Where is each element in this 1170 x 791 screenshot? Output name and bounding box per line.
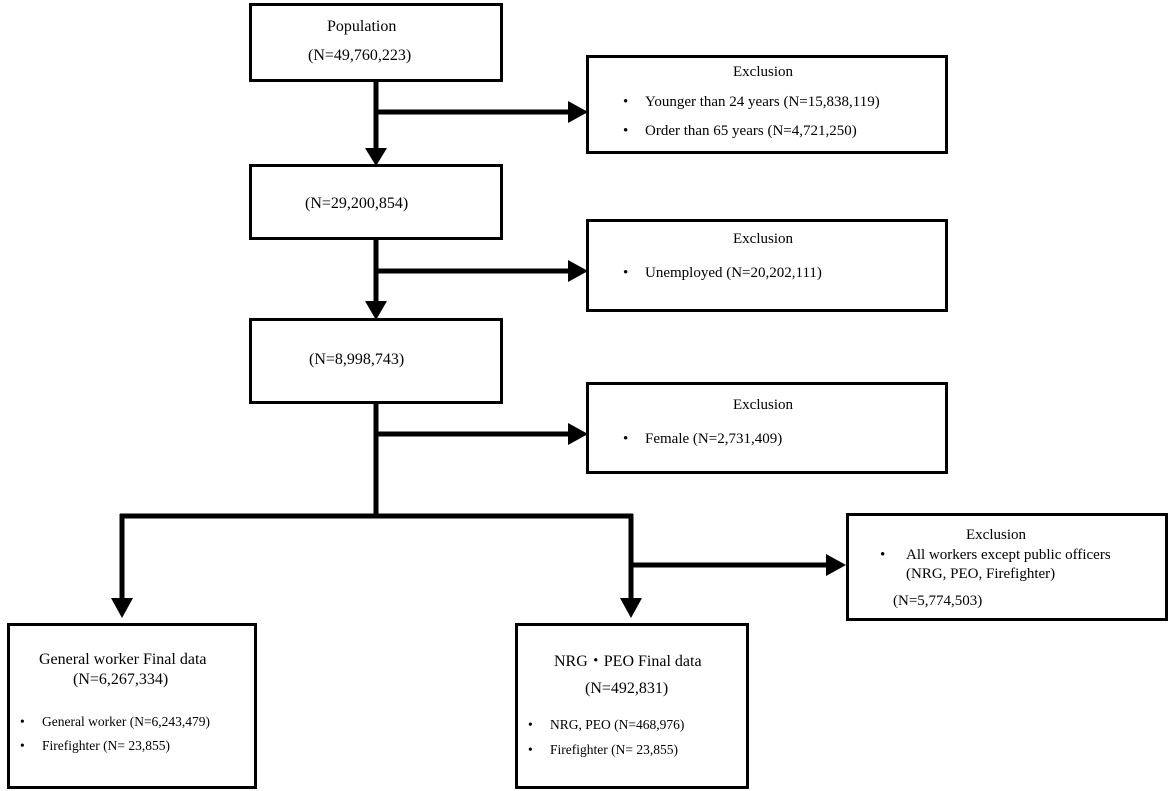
step3-count: (N=8,998,743) xyxy=(309,351,405,368)
nrg-peo-final-box: NRG・PEO Final data (N=492,831) •NRG, PEO… xyxy=(515,623,749,789)
general-final-item: •General worker (N=6,243,479) xyxy=(20,714,211,729)
general-worker-final-box: General worker Final data (N=6,267,334) … xyxy=(7,623,257,789)
exclusion-item-line3: (N=5,774,503) xyxy=(893,593,983,609)
bullet-icon: • xyxy=(623,94,629,110)
arrowhead xyxy=(568,101,588,123)
arrowhead xyxy=(826,554,846,576)
bullet-icon: • xyxy=(20,738,25,753)
population-box: Population (N=49,760,223) xyxy=(249,3,503,82)
general-final-item: •Firefighter (N= 23,855) xyxy=(20,738,170,753)
general-final-title: General worker Final data xyxy=(39,651,207,668)
arrowhead xyxy=(365,301,387,320)
nrg-final-item: •NRG, PEO (N=468,976) xyxy=(528,717,685,732)
exclusion-item: •Unemployed (N=20,202,111) xyxy=(623,265,822,281)
cohort-box-step3: (N=8,998,743) xyxy=(249,318,503,404)
exclusion-box-age: Exclusion •Younger than 24 years (N=15,8… xyxy=(586,55,948,154)
exclusion-box-occupation: Exclusion •All workers except public off… xyxy=(846,513,1168,621)
exclusion-title: Exclusion xyxy=(733,64,793,80)
arrowhead xyxy=(111,598,133,618)
arrowhead xyxy=(620,598,642,618)
bullet-icon: • xyxy=(623,431,629,447)
population-count: (N=49,760,223) xyxy=(308,47,412,64)
nrg-final-count: (N=492,831) xyxy=(585,680,669,697)
population-title: Population xyxy=(327,18,397,35)
bullet-icon: • xyxy=(623,265,629,281)
step2-count: (N=29,200,854) xyxy=(305,195,409,212)
exclusion-item: •Female (N=2,731,409) xyxy=(623,431,783,447)
arrowhead xyxy=(365,148,387,166)
exclusion-box-sex: Exclusion •Female (N=2,731,409) xyxy=(586,382,948,474)
cohort-box-step2: (N=29,200,854) xyxy=(249,164,503,240)
nrg-final-item: •Firefighter (N= 23,855) xyxy=(528,742,678,757)
bullet-icon: • xyxy=(880,547,886,563)
exclusion-item-line2: (NRG, PEO, Firefighter) xyxy=(906,566,1056,582)
bullet-icon: • xyxy=(528,717,533,732)
exclusion-item: •All workers except public officers xyxy=(880,547,1111,563)
exclusion-box-employment: Exclusion •Unemployed (N=20,202,111) xyxy=(586,219,948,312)
arrowhead xyxy=(568,260,588,282)
bullet-icon: • xyxy=(528,742,533,757)
nrg-final-title: NRG・PEO Final data xyxy=(554,653,702,670)
exclusion-item: •Order than 65 years (N=4,721,250) xyxy=(623,123,857,139)
bullet-icon: • xyxy=(623,123,629,139)
arrowhead xyxy=(568,423,588,445)
bullet-icon: • xyxy=(20,714,25,729)
exclusion-title: Exclusion xyxy=(966,527,1026,543)
exclusion-title: Exclusion xyxy=(733,397,793,413)
exclusion-title: Exclusion xyxy=(733,231,793,247)
general-final-count: (N=6,267,334) xyxy=(73,671,169,688)
exclusion-item: •Younger than 24 years (N=15,838,119) xyxy=(623,94,880,110)
